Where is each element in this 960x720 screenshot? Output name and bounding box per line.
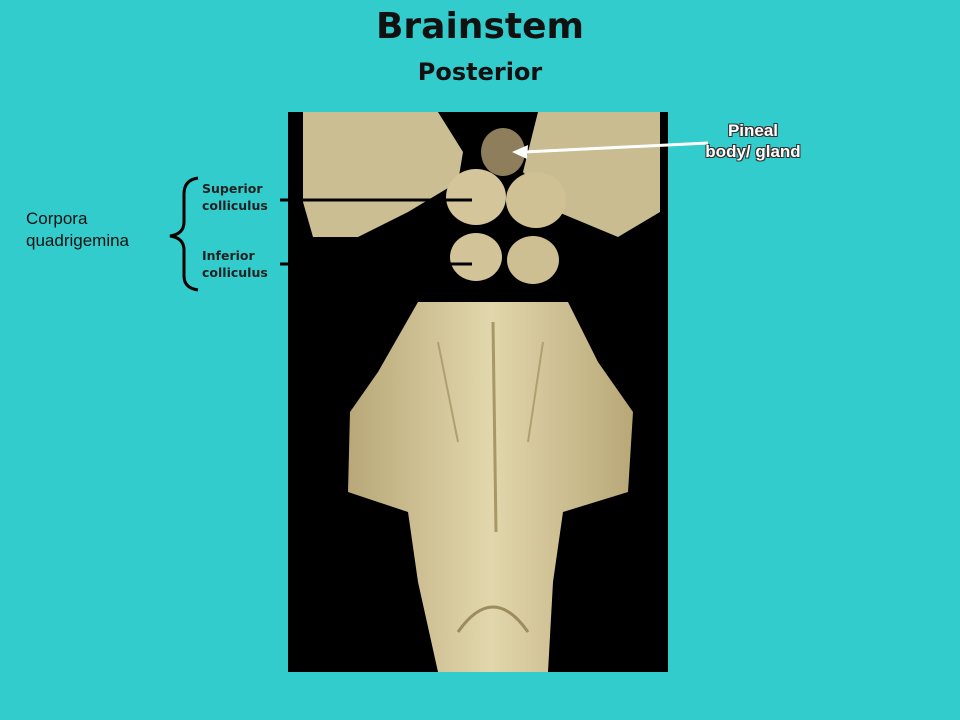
pineal-gland-line2: body/ gland	[705, 142, 801, 161]
superior-colliculus-line1: Superior	[202, 181, 263, 196]
slide-title: Brainstem	[375, 6, 585, 47]
inferior-colliculus-label: Inferior colliculus	[202, 247, 268, 281]
pineal-gland-line1: Pineal	[727, 121, 779, 140]
inferior-colliculus-line1: Inferior	[202, 248, 255, 263]
slide-subtitle: Posterior	[417, 58, 543, 86]
corpora-quadrigemina-line1: Corpora	[26, 209, 88, 228]
superior-colliculus-label: Superior colliculus	[202, 180, 268, 214]
pineal-gland-label: Pineal body/ gland	[688, 120, 818, 162]
brainstem-illustration	[303, 112, 660, 672]
brainstem-photo	[288, 112, 668, 672]
corpora-quadrigemina-label: Corpora quadrigemina	[26, 208, 129, 252]
inferior-colliculus-line2: colliculus	[202, 265, 268, 280]
superior-colliculus-line2: colliculus	[202, 198, 268, 213]
curly-brace	[169, 176, 199, 292]
corpora-quadrigemina-line2: quadrigemina	[26, 231, 130, 250]
